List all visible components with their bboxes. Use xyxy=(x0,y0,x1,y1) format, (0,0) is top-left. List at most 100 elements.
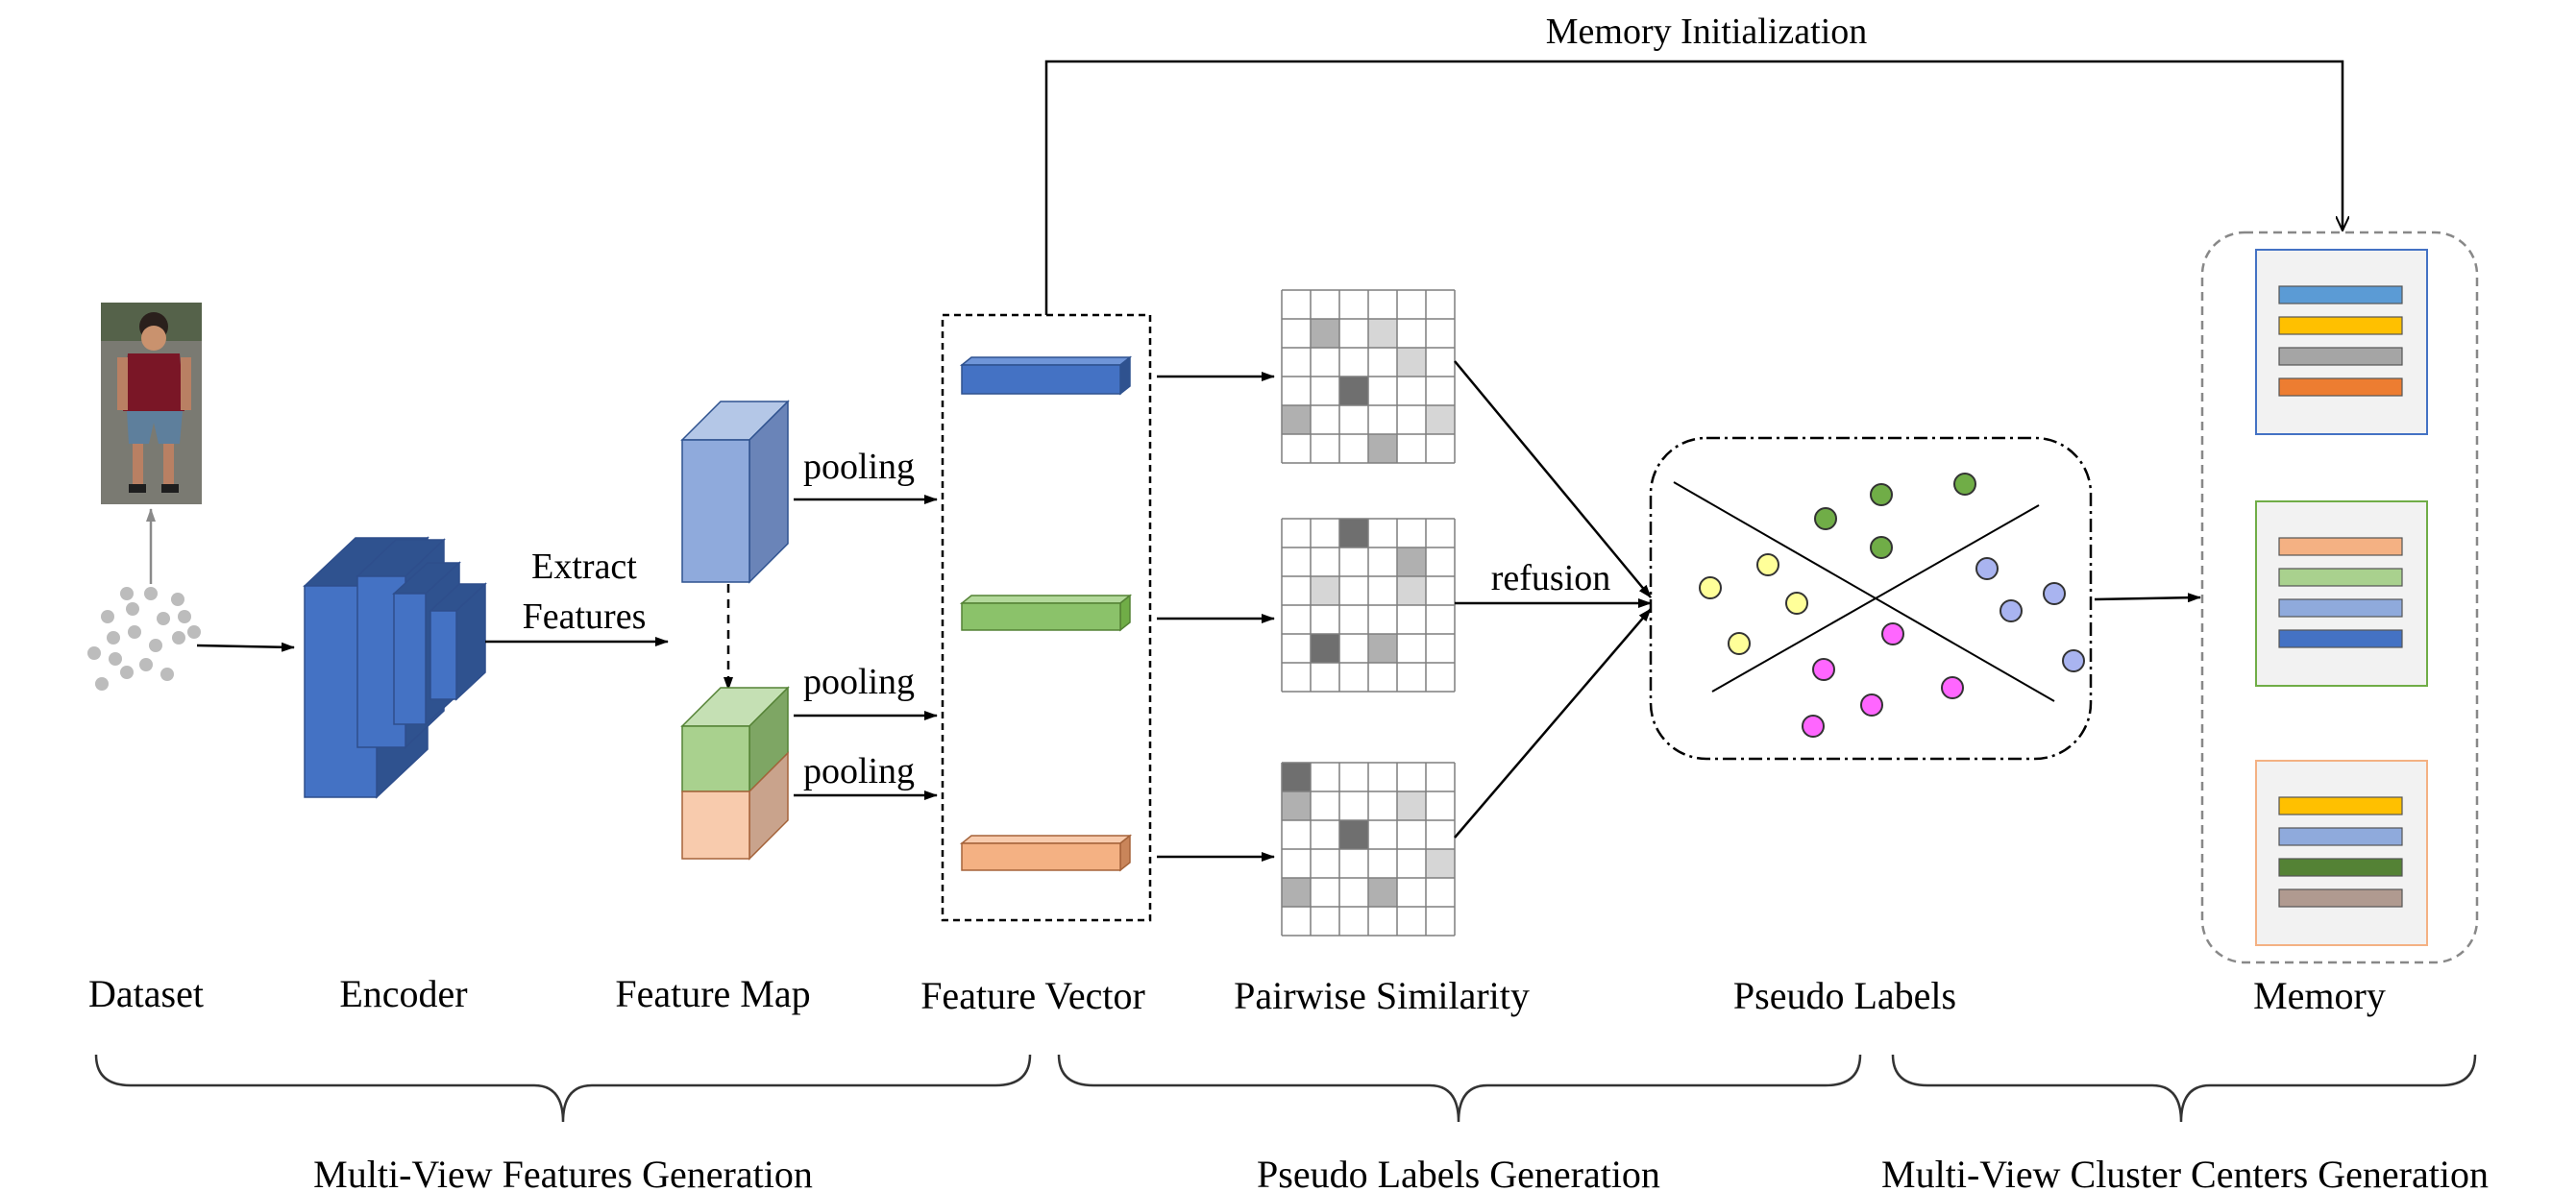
feature-vector-blue xyxy=(959,355,1133,396)
memory-group-3 xyxy=(2255,760,2428,946)
stage-label-feature-map: Feature Map xyxy=(615,972,810,1015)
similarity-cell xyxy=(1368,434,1397,463)
pseudo-labels-panel xyxy=(1649,436,2093,761)
feature-map-upper-part-cube xyxy=(680,686,790,793)
memory-center-bar xyxy=(2278,285,2403,304)
similarity-cell xyxy=(1282,791,1311,820)
pseudo-label-point xyxy=(1870,536,1893,559)
dataset-to-encoder-arrow xyxy=(196,642,295,652)
dataset xyxy=(87,303,202,691)
memory-panel xyxy=(2200,231,2479,964)
similarity-cell xyxy=(1426,849,1455,878)
memory-center-bar xyxy=(2278,598,2403,618)
memory-group-1 xyxy=(2255,249,2428,435)
memory-center-bar xyxy=(2278,629,2403,648)
memory-init-label: Memory Initialization xyxy=(1546,12,1868,52)
brace-pseudo-labels xyxy=(1057,1054,1862,1123)
similarity-cell xyxy=(1282,763,1311,791)
similarity-cell xyxy=(1339,820,1368,849)
group-label-multi-view-features: Multi-View Features Generation xyxy=(313,1153,813,1192)
similarity-cell xyxy=(1311,576,1339,605)
pseudo-label-point xyxy=(1860,693,1883,717)
memory-center-bar xyxy=(2278,827,2403,846)
brace-multi-view-features xyxy=(94,1054,1032,1123)
pseudo-label-point xyxy=(1999,599,2023,622)
memory-center-bar xyxy=(2278,316,2403,335)
group-label-cluster-centers: Multi-View Cluster Centers Generation xyxy=(1881,1153,2489,1192)
data-point-cloud xyxy=(87,587,201,691)
similarity-cell xyxy=(1368,634,1397,663)
pooling-label-1: pooling xyxy=(803,447,915,487)
group-label-pseudo-labels: Pseudo Labels Generation xyxy=(1257,1153,1660,1192)
memory-group-frame xyxy=(2255,760,2428,946)
pseudo-label-point xyxy=(2062,649,2085,672)
memory-center-bar xyxy=(2278,377,2403,397)
pseudo-label-point xyxy=(1756,553,1779,576)
memory-center-bar xyxy=(2278,347,2403,366)
feature-vector-orange xyxy=(959,834,1133,872)
pseudo-label-point xyxy=(1728,632,1751,655)
pairwise-similarity-matrices xyxy=(1281,289,1456,937)
memory-center-bar xyxy=(2278,796,2403,815)
similarity-matrix-2 xyxy=(1281,518,1456,693)
encoder-layer-4 xyxy=(429,582,487,701)
brace-cluster-centers xyxy=(1891,1054,2477,1123)
similarity-cell xyxy=(1397,348,1426,377)
pseudo-label-point xyxy=(1881,622,1904,645)
memory-center-bar xyxy=(2278,858,2403,877)
similarity-matrix-3 xyxy=(1281,762,1456,937)
memory-group-frame xyxy=(2255,500,2428,687)
pseudo-labels-box xyxy=(1649,436,2093,761)
stage-label-feature-vector: Feature Vector xyxy=(920,974,1145,1017)
similarity-cell xyxy=(1282,405,1311,434)
similarity-cell xyxy=(1426,405,1455,434)
similarity-cell xyxy=(1311,634,1339,663)
cluster-separator-2 xyxy=(1711,504,2040,693)
pseudo-label-point xyxy=(2043,582,2066,605)
refusion-label: refusion xyxy=(1491,558,1611,598)
feature-map xyxy=(680,400,790,861)
memory-center-bar xyxy=(2278,888,2403,908)
person-image xyxy=(101,303,202,504)
pooling-label-2: pooling xyxy=(803,662,915,702)
pseudo-label-point xyxy=(1870,483,1893,506)
similarity-matrix-1 xyxy=(1281,289,1456,464)
pseudo-label-point xyxy=(1802,715,1825,738)
similarity-cell xyxy=(1339,377,1368,405)
memory-group-2 xyxy=(2255,500,2428,687)
memory-init-arrow xyxy=(1044,60,2343,315)
pooling-label-3: pooling xyxy=(803,751,915,791)
pseudo-label-point xyxy=(1785,592,1808,615)
stage-label-dataset: Dataset xyxy=(88,972,204,1015)
memory-box xyxy=(2200,231,2479,964)
pseudo-label-points xyxy=(1699,473,2085,738)
feature-map-lower-part-cube xyxy=(681,751,789,861)
pseudo-label-point xyxy=(1699,576,1722,599)
stage-label-memory: Memory xyxy=(2253,974,2386,1017)
pseudo-label-point xyxy=(1975,557,1999,580)
similarity-cell xyxy=(1397,547,1426,576)
pseudo-label-point xyxy=(1814,507,1837,530)
pseudo-label-point xyxy=(1812,658,1835,681)
similarity-cell xyxy=(1397,791,1426,820)
memory-group-frame xyxy=(2255,249,2428,435)
encoder xyxy=(303,536,487,799)
extract-label-line2: Features xyxy=(523,596,647,637)
similarity-cell xyxy=(1368,319,1397,348)
stage-label-encoder: Encoder xyxy=(339,972,467,1015)
stage-label-pseudo-labels: Pseudo Labels xyxy=(1733,974,1956,1017)
memory-center-bar xyxy=(2278,537,2403,556)
similarity-cell xyxy=(1339,519,1368,547)
similarity-cell xyxy=(1282,878,1311,907)
extract-label-line1: Extract xyxy=(531,547,637,587)
pseudo-label-point xyxy=(1941,676,1964,699)
feature-vector xyxy=(941,313,1152,922)
memory-center-bar xyxy=(2278,568,2403,587)
similarity-cell xyxy=(1311,319,1339,348)
feature-vector-green xyxy=(959,594,1133,632)
cluster-separator-1 xyxy=(1673,481,2055,702)
pseudo-label-point xyxy=(1953,473,1976,496)
feature-map-global-cube xyxy=(680,400,790,584)
similarity-cell xyxy=(1368,878,1397,907)
